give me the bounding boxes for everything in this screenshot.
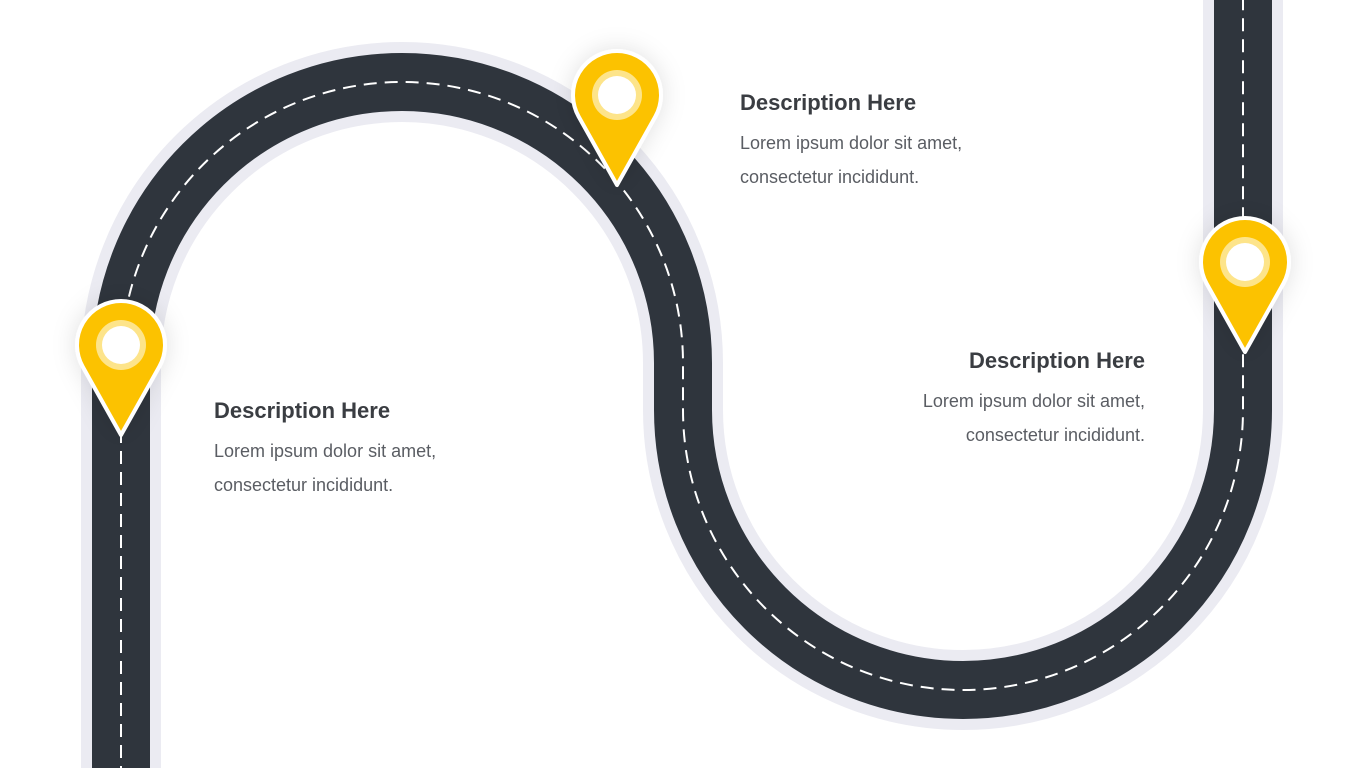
milestone-text: Lorem ipsum dolor sit amet,consectetur i…	[214, 441, 437, 495]
milestone-1: Description Here Lorem ipsum dolor sit a…	[214, 398, 574, 502]
milestone-title: Description Here	[968, 348, 1145, 373]
milestone-title: Description Here	[740, 90, 917, 115]
milestone-title: Description Here	[214, 398, 391, 423]
milestone-3: Description Here Lorem ipsum dolor sit a…	[785, 348, 1145, 452]
milestone-text: Lorem ipsum dolor sit amet,consectetur i…	[740, 133, 963, 187]
milestone-2: Description Here Lorem ipsum dolor sit a…	[740, 90, 1100, 194]
milestone-text: Lorem ipsum dolor sit amet,consectetur i…	[922, 391, 1145, 445]
road-center-line	[120, 0, 1244, 768]
